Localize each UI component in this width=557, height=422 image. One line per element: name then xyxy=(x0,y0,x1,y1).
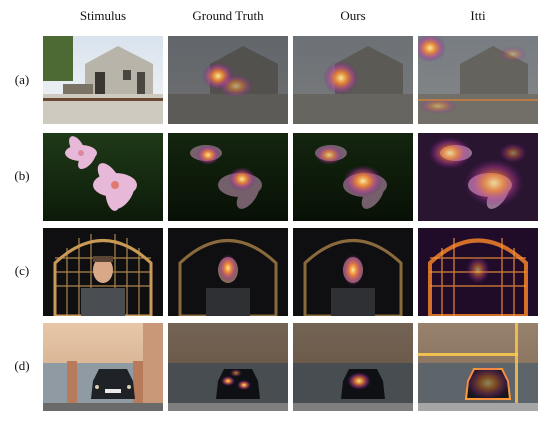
image-b-ground-truth xyxy=(168,133,288,221)
column-header-ours: Ours xyxy=(340,8,366,23)
row-label-a: (a) xyxy=(14,72,30,87)
image-c-ours xyxy=(293,228,413,316)
column-header-ground-truth: Ground Truth xyxy=(192,8,264,23)
image-b-ours xyxy=(293,133,413,221)
image-b-stimulus xyxy=(43,133,163,221)
image-c-ground-truth xyxy=(168,228,288,316)
column-header-itti: Itti xyxy=(470,8,486,23)
column-header-stimulus: Stimulus xyxy=(79,8,127,23)
image-c-itti xyxy=(418,228,538,316)
image-a-itti xyxy=(418,36,538,124)
row-label-d: (d) xyxy=(14,358,30,373)
image-d-stimulus xyxy=(43,323,163,411)
image-d-ours xyxy=(293,323,413,411)
image-d-itti xyxy=(418,323,538,411)
image-a-ours xyxy=(293,36,413,124)
image-d-ground-truth xyxy=(168,323,288,411)
row-label-c: (c) xyxy=(14,263,30,278)
image-a-stimulus xyxy=(43,36,163,124)
row-label-b: (b) xyxy=(14,168,30,183)
image-a-ground-truth xyxy=(168,36,288,124)
image-b-itti xyxy=(418,133,538,221)
image-c-stimulus xyxy=(43,228,163,316)
